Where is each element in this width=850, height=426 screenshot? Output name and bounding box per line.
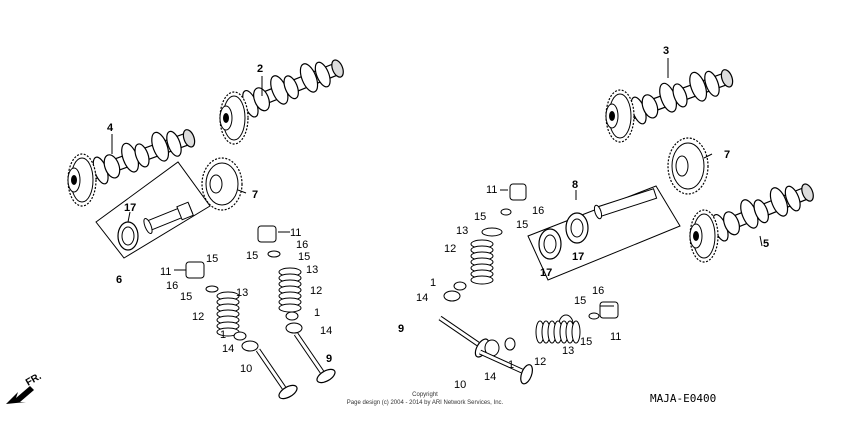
callout-15-lb1: 15: [246, 250, 258, 262]
valve-train-right-a: [440, 183, 527, 359]
callout-17-right-a: 17: [540, 267, 552, 279]
callout-16-la: 16: [166, 280, 178, 292]
callout-15-rb2: 15: [580, 336, 592, 348]
callout-15-lb2: 15: [298, 251, 310, 263]
callout-16-rb: 16: [592, 285, 604, 297]
diagram-code: MAJA-E0400: [650, 392, 716, 405]
callout-16-lb: 16: [296, 239, 308, 251]
callout-labels: 2 3 4 5 6 7 7 8 17 17 17 11 15 16 15 13 …: [107, 45, 769, 391]
copyright-line-2: Page design (c) 2004 - 2014 by ARI Netwo…: [347, 400, 504, 406]
callout-12-rb: 12: [534, 356, 546, 368]
callout-11-la: 11: [160, 266, 171, 278]
callout-17-left: 17: [124, 202, 136, 214]
callout-2: 2: [257, 63, 263, 75]
callout-13-lb: 13: [306, 264, 318, 276]
valve-train-left-b: [257, 225, 337, 385]
callout-9-lb: 9: [326, 353, 332, 365]
cam-sprocket-3: [605, 89, 635, 143]
idler-gear-7-right: [667, 137, 709, 195]
callout-11-ra: 11: [486, 184, 497, 196]
callout-1-la: 1: [220, 329, 226, 341]
cam-sprocket-2: [219, 91, 249, 145]
callout-12-la: 12: [192, 311, 204, 323]
callout-11-rb: 11: [610, 331, 621, 343]
callout-14-lb: 14: [320, 325, 332, 337]
shaft-assembly-8: [527, 185, 681, 281]
callout-15-la1: 15: [206, 253, 218, 265]
callout-1-rb: 1: [508, 359, 514, 371]
callout-16-ra: 16: [532, 205, 544, 217]
callout-1-ra: 1: [430, 277, 436, 289]
front-label: FR.: [24, 371, 44, 389]
callout-6: 6: [116, 274, 122, 286]
callout-7-right: 7: [724, 149, 730, 161]
callout-17-right-b: 17: [572, 251, 584, 263]
cam-sprocket-5: [689, 209, 719, 263]
cam-sprocket-4: [67, 153, 97, 207]
front-arrow-icon: [6, 386, 34, 404]
copyright-line-1: Copyright: [412, 392, 438, 398]
callout-10-la: 10: [240, 363, 252, 375]
callout-15-la2: 15: [180, 291, 192, 303]
callout-1-lb: 1: [314, 307, 320, 319]
valve-train-left-a: [185, 261, 299, 401]
callout-15-ra2: 15: [516, 219, 528, 231]
callout-4: 4: [107, 122, 114, 134]
callout-7-left: 7: [252, 189, 258, 201]
callout-13-rb: 13: [562, 345, 574, 357]
callout-9-ra: 9: [398, 323, 404, 335]
callout-12-ra: 12: [444, 243, 456, 255]
idler-gear-7-left: [201, 157, 243, 211]
callout-8: 8: [572, 179, 578, 191]
callout-13-la: 13: [236, 287, 248, 299]
callout-15-ra1: 15: [474, 211, 486, 223]
valve-train-right-b: [480, 301, 619, 393]
callout-12-lb: 12: [310, 285, 322, 297]
callout-13-ra: 13: [456, 225, 468, 237]
callout-14-rb: 14: [484, 371, 496, 383]
shaft-assembly-6: [95, 161, 211, 259]
leader-lines: [111, 58, 763, 307]
callout-14-la: 14: [222, 343, 234, 355]
callout-15-rb1: 15: [574, 295, 586, 307]
callout-14-ra: 14: [416, 292, 428, 304]
callout-5: 5: [763, 238, 769, 250]
callout-3: 3: [663, 45, 669, 57]
callout-10-rb: 10: [454, 379, 466, 391]
callout-11-lb: 11: [290, 227, 301, 239]
